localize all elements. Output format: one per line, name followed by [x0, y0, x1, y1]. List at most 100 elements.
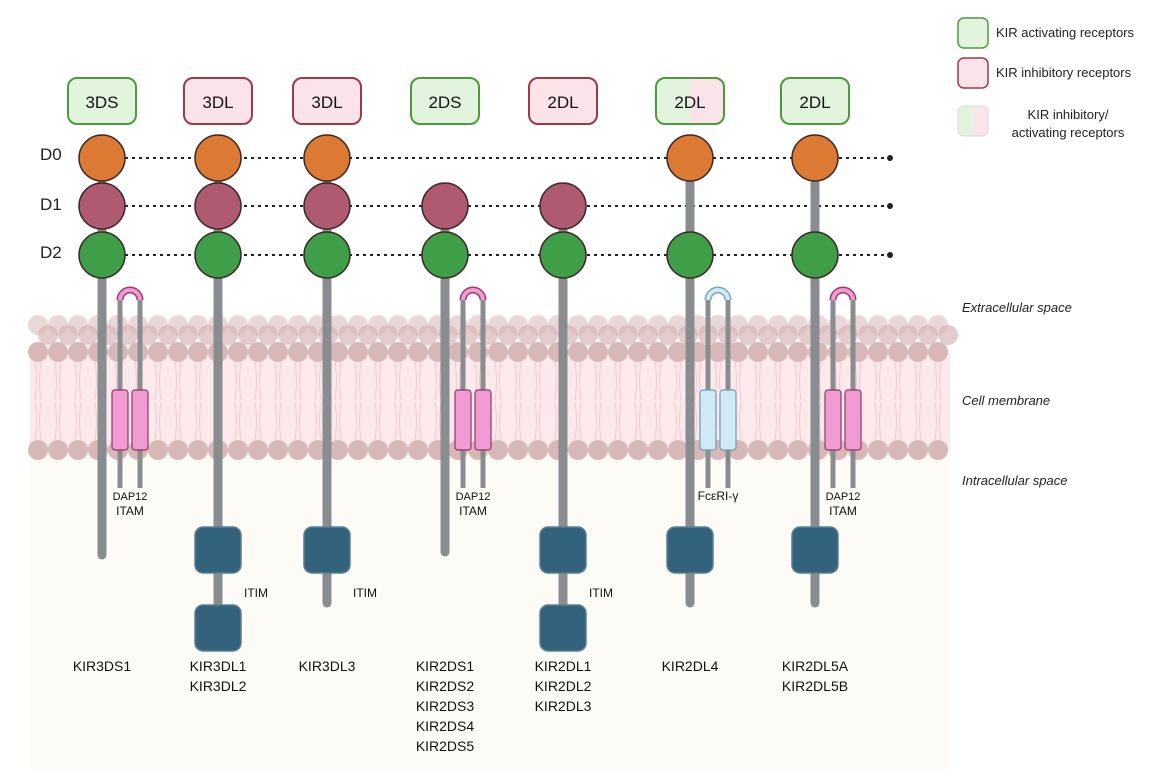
lipid-tail: [54, 361, 62, 401]
lipid-tail: [914, 361, 922, 401]
legend-inhibitory-label: KIR inhibitory receptors: [996, 65, 1132, 80]
lipid-tail: [34, 361, 42, 401]
lipid-head: [248, 342, 268, 362]
lipid-tail: [594, 401, 602, 441]
ig-domain-d1: [78, 182, 126, 230]
ig-domain-d0: [194, 134, 242, 182]
adaptor-loop: [831, 288, 855, 301]
itim-box: [194, 604, 242, 652]
ig-domain-d0: [666, 134, 714, 182]
lipid-tail: [514, 361, 522, 401]
lipid-head: [28, 342, 48, 362]
adaptor-tm-segment: [824, 389, 842, 451]
itim-box: [791, 526, 839, 574]
lipid-tail: [374, 361, 382, 401]
lipid-tail: [314, 361, 322, 401]
lipid-tail: [394, 401, 402, 441]
lipid-head: [368, 440, 388, 460]
ig-domain-d1: [303, 182, 351, 230]
lipid-head: [768, 440, 788, 460]
lipid-head: [348, 342, 368, 362]
itim-label: ITIM: [244, 586, 268, 600]
legend-mixed-label-line1: KIR inhibitory/: [1028, 107, 1109, 122]
region-label-intracellular: Intracellular space: [962, 473, 1068, 488]
lipid-tail: [774, 401, 782, 441]
gene-name: KIR2DL5B: [782, 678, 848, 694]
lipid-head: [908, 342, 928, 362]
lipid-tail: [614, 401, 622, 441]
lipid-tail: [594, 361, 602, 401]
receptor-tag-box: [292, 77, 362, 125]
lipid-head: [868, 342, 888, 362]
region-label-membrane: Cell membrane: [962, 393, 1050, 408]
lipid-tail: [934, 401, 942, 441]
lipid-tail: [614, 361, 622, 401]
lipid-tail: [894, 361, 902, 401]
adaptor-tm-segment: [131, 389, 149, 451]
itim-box: [194, 526, 242, 574]
lipid-head: [368, 342, 388, 362]
receptor-group: 3DSDAP12ITAMKIR3DS13DLITIMKIR3DL1KIR3DL2…: [67, 77, 862, 754]
adaptor-tm-segment: [699, 389, 717, 451]
adaptor-label: FcεRI-γ: [698, 489, 739, 503]
receptor-tag-box: [780, 77, 850, 125]
lipid-tail: [174, 401, 182, 441]
lipid-tail: [634, 401, 642, 441]
ig-domain-d2: [421, 231, 469, 279]
legend-mixed-swatch: [957, 105, 989, 137]
domain-guide-end-d2: [887, 252, 893, 258]
lipid-tail: [334, 361, 342, 401]
lipid-tail: [794, 361, 802, 401]
lipid-head: [348, 440, 368, 460]
lipid-head: [768, 342, 788, 362]
adaptor-loop: [118, 288, 142, 301]
lipid-head: [488, 440, 508, 460]
adaptor-label: DAP12: [456, 491, 491, 503]
lipid-tail: [914, 401, 922, 441]
lipid-head: [928, 440, 948, 460]
adaptor-loop: [461, 288, 485, 301]
legend-inhibitory-swatch: [957, 57, 989, 89]
lipid-head: [528, 342, 548, 362]
lipid-head: [268, 342, 288, 362]
gene-name: KIR2DL2: [535, 678, 592, 694]
gene-name: KIR2DL1: [535, 658, 592, 674]
lipid-head: [268, 440, 288, 460]
lipid-tail: [674, 401, 682, 441]
gene-name: KIR2DS2: [416, 678, 475, 694]
lipid-head: [648, 342, 668, 362]
ig-domain-d1: [421, 182, 469, 230]
receptor-4: 2DSDAP12ITAMKIR2DS1KIR2DS2KIR2DS3KIR2DS4…: [410, 77, 492, 754]
adaptor-tm-segment: [454, 389, 472, 451]
region-label-extracellular: Extracellular space: [962, 300, 1072, 315]
lipid-tail: [174, 361, 182, 401]
adaptor-loop: [706, 288, 730, 301]
lipid-tail: [754, 361, 762, 401]
lipid-head: [228, 440, 248, 460]
lipid-tail: [294, 401, 302, 441]
lipid-tail: [354, 401, 362, 441]
lipid-tail: [74, 401, 82, 441]
domain-label-d1: D1: [40, 195, 62, 214]
adaptor-label: DAP12: [113, 491, 148, 503]
lipid-head: [668, 440, 688, 460]
lipid-head: [328, 440, 348, 460]
lipid-head: [568, 440, 588, 460]
lipid-head: [608, 342, 628, 362]
lipid-head: [148, 440, 168, 460]
lipid-head: [248, 440, 268, 460]
lipid-tail: [234, 401, 242, 441]
receptor-tag-label: 3DL: [202, 93, 233, 112]
lipid-head: [288, 440, 308, 460]
lipid-head: [668, 342, 688, 362]
lipid-head: [48, 342, 68, 362]
lipid-head: [68, 440, 88, 460]
itim-box: [539, 526, 587, 574]
lipid-tail: [494, 361, 502, 401]
itim-box: [539, 604, 587, 652]
adaptor-label: DAP12: [826, 491, 861, 503]
